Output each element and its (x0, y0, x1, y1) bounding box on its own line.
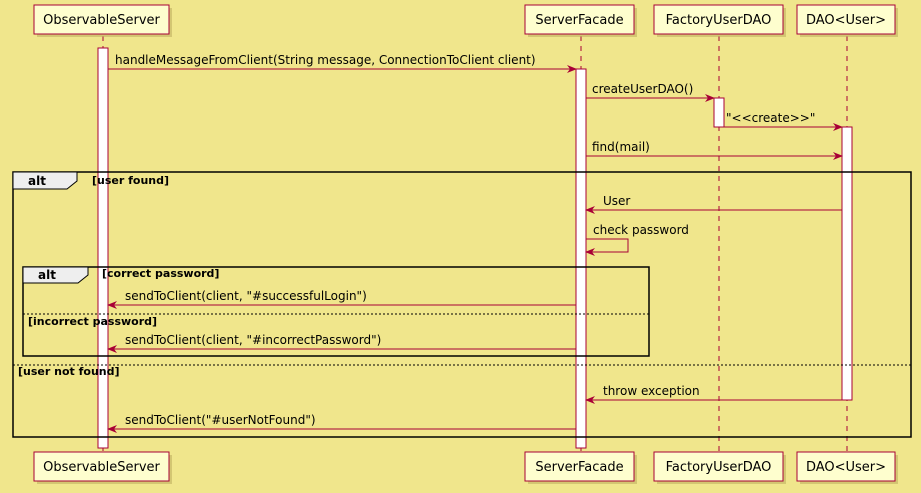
message-label-1: handleMessageFromClient(String message, … (115, 53, 536, 67)
participant-dao-user-top (796, 4, 896, 35)
message-label-7: sendToClient(client, "#successfulLogin") (125, 289, 367, 303)
participant-label-dao-user-bottom: DAO<User> (806, 460, 886, 475)
alt-fragment-inner-guard-2: [incorrect password] (28, 315, 157, 328)
activation-dao-user (841, 126, 853, 401)
participant-label-observable-server-bottom: ObservableServer (43, 460, 160, 475)
activation-observable-server (97, 47, 109, 449)
message-label-10: sendToClient("#userNotFound") (125, 413, 316, 427)
message-arrow-6-self (585, 238, 629, 256)
participant-server-facade-top (524, 4, 635, 35)
participant-factory-user-dao-top (653, 4, 784, 35)
participant-label-factory-user-dao-top: FactoryUserDAO (666, 13, 772, 28)
participant-label-dao-user-top: DAO<User> (806, 13, 886, 28)
message-label-6: check password (593, 223, 689, 237)
participant-label-observable-server-top: ObservableServer (43, 13, 160, 28)
alt-fragment-inner-operator: alt (38, 268, 56, 282)
message-label-8: sendToClient(client, "#incorrectPassword… (125, 333, 381, 347)
message-label-4: find(mail) (592, 140, 650, 154)
message-label-2: createUserDAO() (592, 82, 693, 96)
alt-fragment-outer-operator: alt (28, 174, 46, 188)
activation-server-facade (575, 68, 587, 449)
participant-label-server-facade-top: ServerFacade (535, 13, 623, 28)
alt-fragment-outer-guard-1: [user found] (92, 174, 169, 187)
alt-fragment-inner (22, 266, 650, 357)
participant-factory-user-dao-bottom (653, 451, 784, 482)
alt-fragment-outer-tab (12, 171, 78, 190)
activation-factory-user-dao (713, 97, 725, 128)
participant-dao-user-bottom (796, 451, 896, 482)
alt-fragment-inner-tab (22, 266, 89, 284)
participant-label-factory-user-dao-bottom: FactoryUserDAO (666, 460, 772, 475)
participant-observable-server-top (33, 4, 170, 35)
message-label-5: User (603, 194, 630, 208)
message-label-3: "<<create>>" (726, 111, 815, 125)
participant-observable-server-bottom (33, 451, 170, 482)
alt-fragment-outer (12, 171, 912, 438)
message-label-9: throw exception (603, 384, 700, 398)
participant-label-server-facade-bottom: ServerFacade (535, 460, 623, 475)
alt-fragment-inner-guard-1: [correct password] (102, 267, 219, 280)
participant-server-facade-bottom (524, 451, 635, 482)
alt-fragment-outer-guard-2: [user not found] (18, 365, 120, 378)
